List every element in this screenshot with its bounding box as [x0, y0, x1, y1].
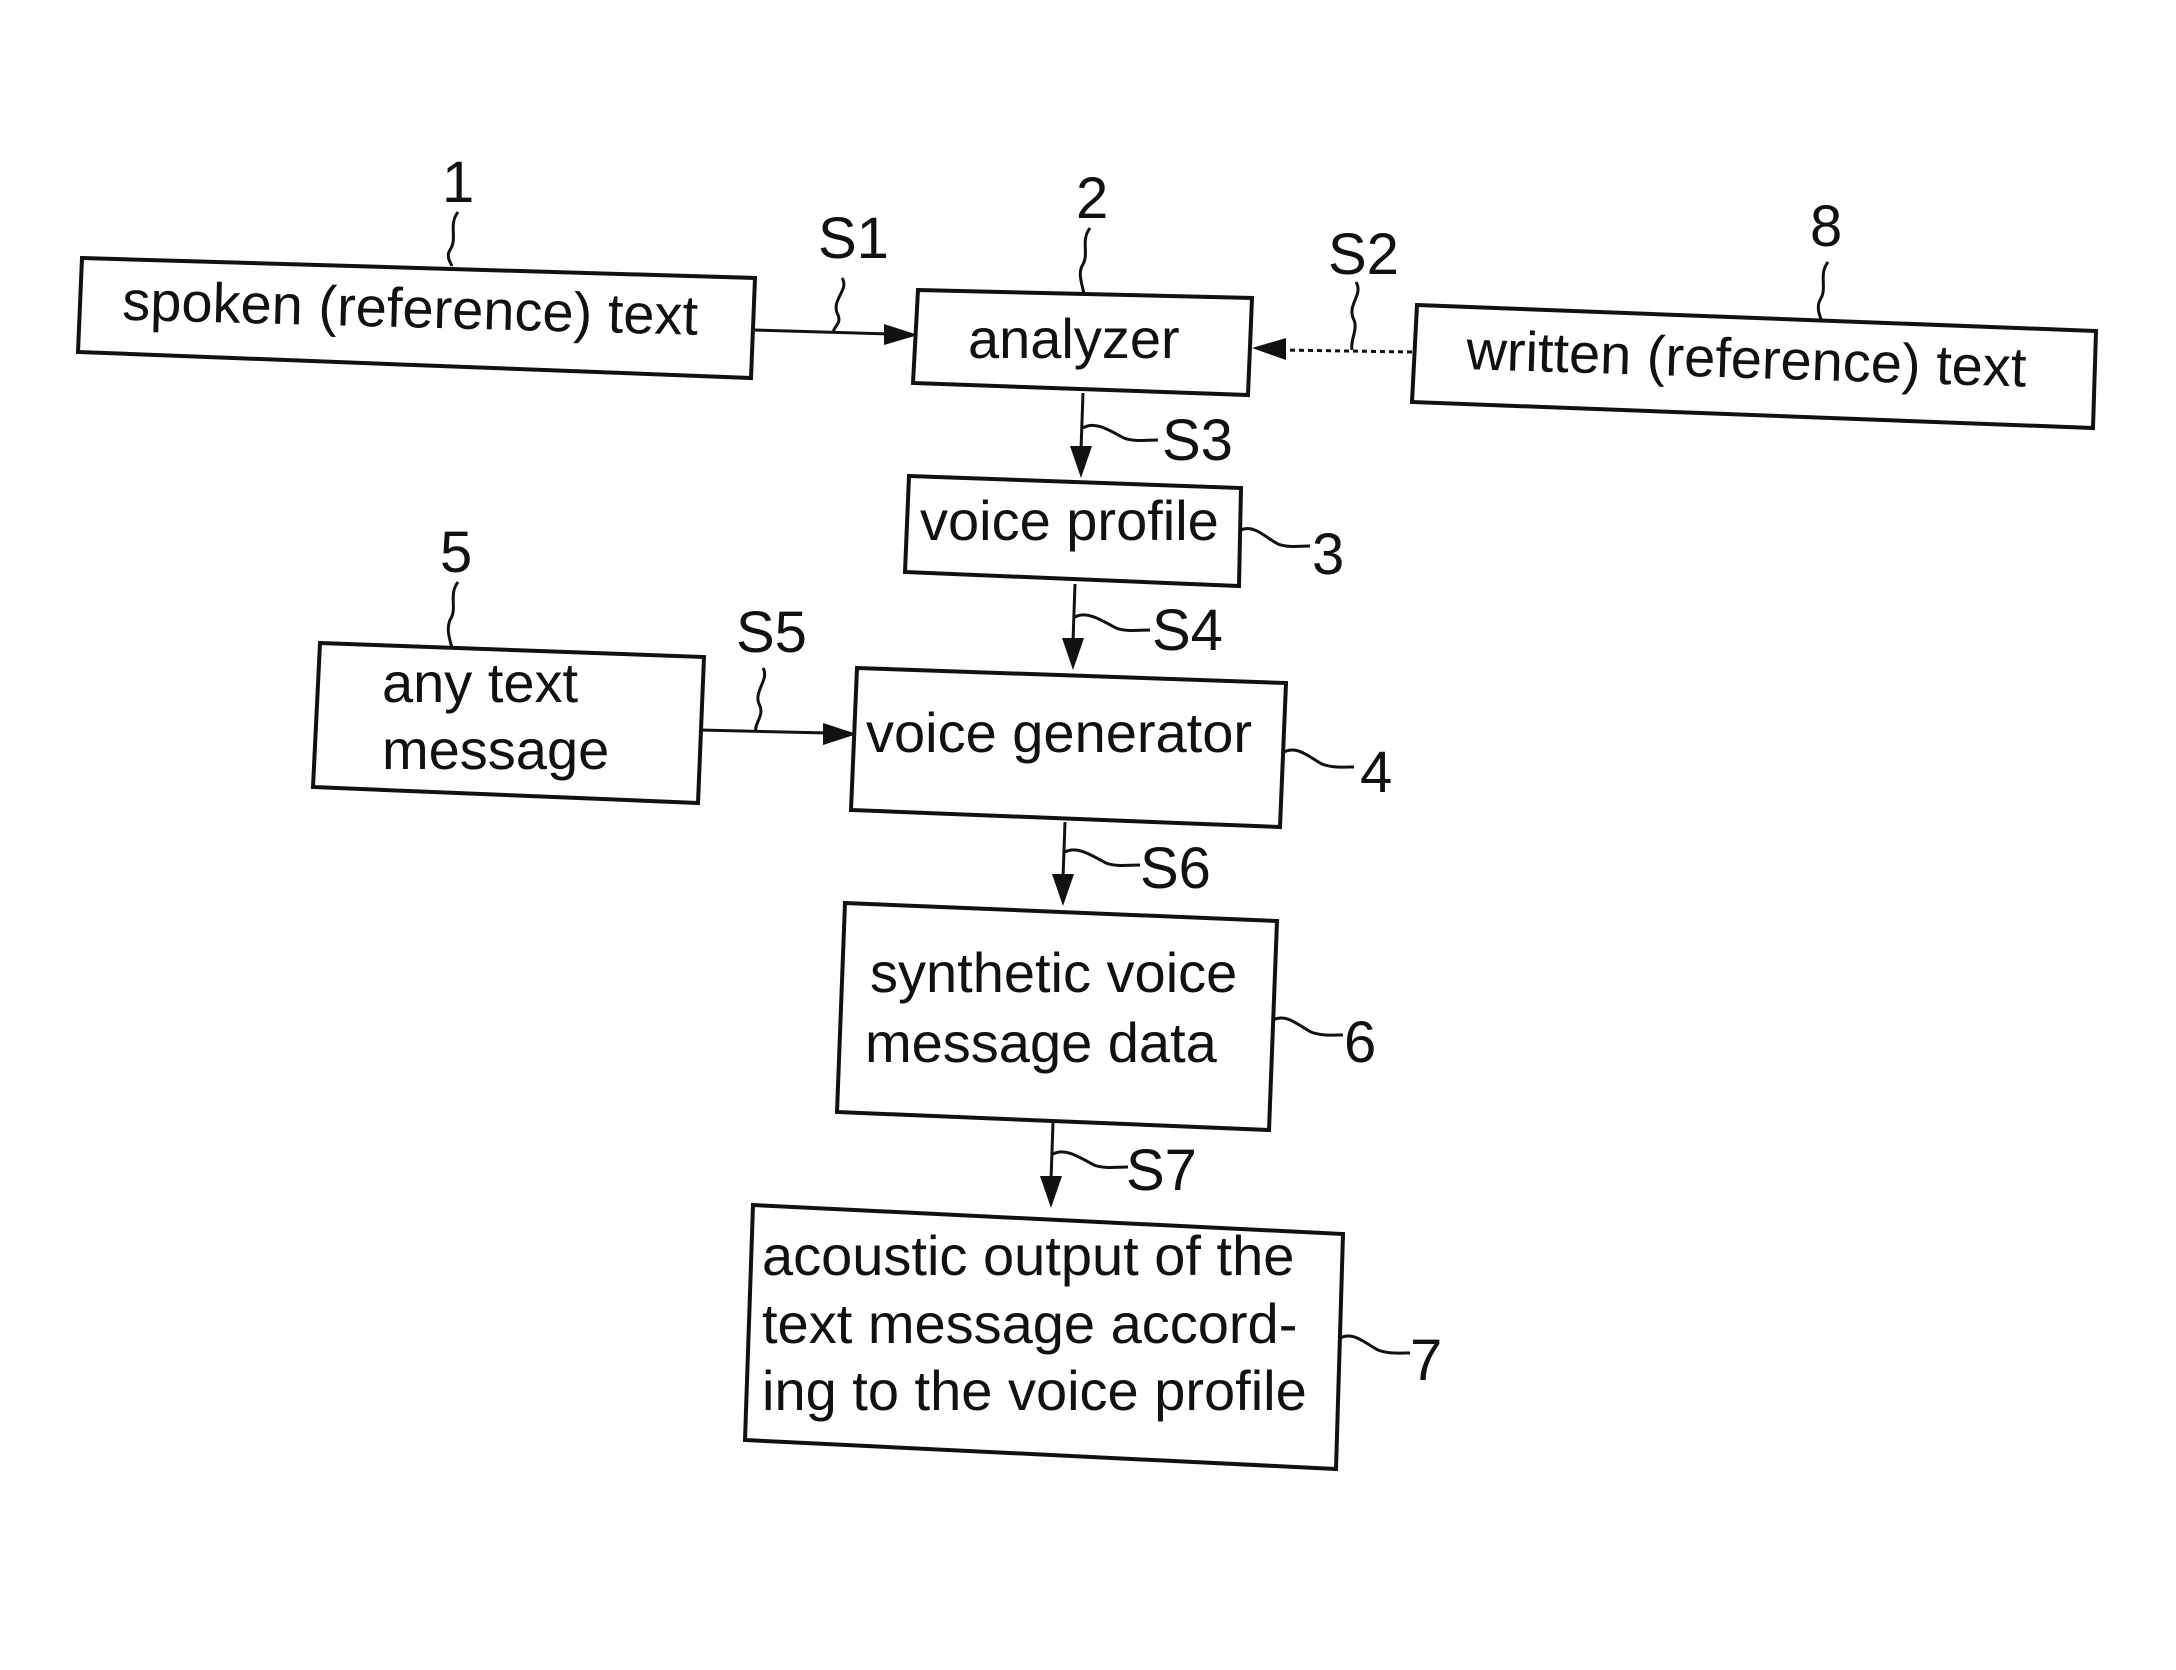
synthetic-voice-label-line-1: synthetic voice	[870, 941, 1237, 1004]
arrow-s2	[1252, 338, 1412, 360]
signal-label-s3: S3	[1162, 408, 1233, 473]
ref-4-leader	[1284, 750, 1354, 767]
ref-5-leader	[448, 582, 458, 648]
voice-profile-box: voice profile	[905, 476, 1241, 586]
voice-generator-box: voice generator	[851, 668, 1286, 827]
analyzer-label: analyzer	[968, 307, 1180, 370]
spoken-text-box: spoken (reference) text	[78, 258, 755, 378]
signal-label-s7: S7	[1126, 1138, 1197, 1203]
arrow-s5	[700, 723, 857, 745]
written-text-box: written (reference) text	[1412, 305, 2096, 428]
any-text-box: any text message	[313, 643, 704, 803]
s4-leader	[1075, 615, 1150, 631]
ref-8-leader	[1818, 262, 1828, 322]
arrow-s3	[1070, 393, 1092, 478]
arrow-s4	[1062, 584, 1084, 670]
acoustic-output-label-line-3: ing to the voice profile	[762, 1359, 1307, 1422]
ref-3-leader	[1241, 529, 1310, 547]
analyzer-box: analyzer	[913, 290, 1252, 395]
signal-label-s1: S1	[818, 206, 889, 271]
ref-number-2: 2	[1076, 166, 1108, 231]
ref-6-leader	[1273, 1018, 1343, 1035]
any-text-label-line-2: message	[382, 718, 609, 781]
ref-number-5: 5	[440, 520, 472, 585]
s1-leader	[834, 278, 844, 332]
synthetic-voice-label-line-2: message data	[865, 1011, 1218, 1074]
ref-number-3: 3	[1312, 522, 1344, 587]
ref-number-1: 1	[442, 150, 474, 215]
signal-label-s2: S2	[1328, 222, 1399, 287]
ref-7-leader	[1340, 1336, 1410, 1353]
signal-label-s6: S6	[1140, 836, 1211, 901]
ref-1-leader	[448, 212, 458, 266]
acoustic-output-label-line-2: text message accord-	[762, 1292, 1297, 1355]
s2-leader	[1352, 282, 1358, 350]
arrow-s6	[1052, 822, 1074, 906]
ref-2-leader	[1080, 228, 1090, 294]
s6-leader	[1065, 850, 1140, 866]
any-text-label-line-1: any text	[382, 651, 579, 714]
ref-number-4: 4	[1360, 740, 1392, 805]
synthetic-voice-box: synthetic voice message data	[837, 903, 1277, 1130]
ref-number-6: 6	[1344, 1010, 1376, 1075]
acoustic-output-label-line-1: acoustic output of the	[762, 1224, 1294, 1287]
ref-number-7: 7	[1410, 1328, 1442, 1393]
signal-label-s4: S4	[1152, 598, 1223, 663]
voice-profile-label: voice profile	[920, 489, 1219, 552]
ref-number-8: 8	[1810, 194, 1842, 259]
arrow-s7	[1040, 1123, 1062, 1208]
s7-leader	[1053, 1152, 1128, 1168]
s5-leader	[756, 668, 765, 731]
signal-label-s5: S5	[736, 600, 807, 665]
acoustic-output-box: acoustic output of the text message acco…	[745, 1205, 1343, 1469]
s3-leader	[1083, 425, 1158, 440]
voice-generator-label: voice generator	[866, 701, 1252, 764]
